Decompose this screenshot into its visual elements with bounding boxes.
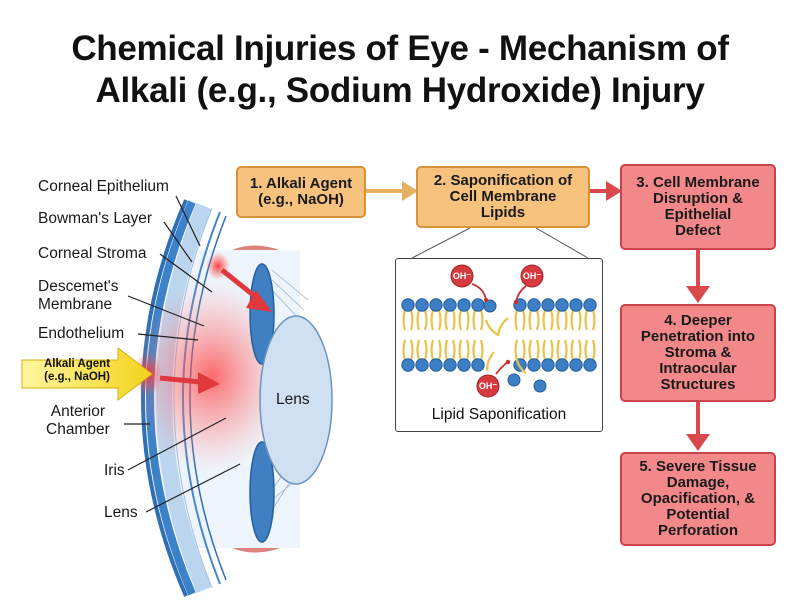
label-corneal-stroma: Corneal Stroma xyxy=(38,245,147,262)
label-anterior-line2: Chamber xyxy=(46,421,110,438)
step-4-box: 4. Deeper Penetration into Stroma & Intr… xyxy=(620,304,776,402)
label-corneal-epithelium: Corneal Epithelium xyxy=(38,178,169,195)
label-endothelium: Endothelium xyxy=(38,325,125,342)
step-3-line2: Disruption & xyxy=(652,190,743,207)
step-4-line3: Stroma & xyxy=(664,344,732,361)
label-anterior-line1: Anterior xyxy=(50,403,106,420)
label-lens: Lens xyxy=(104,504,138,521)
agent-arrow xyxy=(21,346,153,402)
step-3-box: 3. Cell Membrane Disruption & Epithelial… xyxy=(620,164,776,250)
lens xyxy=(259,315,333,485)
title-line-2: Alkali (e.g., Sodium Hydroxide) Injury xyxy=(95,71,705,110)
step-5-box: 5. Severe Tissue Damage, Opacification, … xyxy=(620,452,776,546)
step-2-line2: Cell Membrane xyxy=(449,188,557,205)
leader-lines xyxy=(124,195,241,513)
step-1-box: 1. Alkali Agent (e.g., NaOH) xyxy=(236,166,366,218)
step-3-line1: 3. Cell Membrane xyxy=(636,174,760,191)
step-3-line4: Defect xyxy=(675,222,721,239)
step-5-line1: 5. Severe Tissue xyxy=(639,458,757,475)
penetration-arrow-2 xyxy=(159,372,220,394)
step-2-line3: Lipids xyxy=(480,204,526,221)
step-1-line1: 1. Alkali Agent xyxy=(249,175,353,192)
label-descemets-line2: Membrane xyxy=(38,296,113,313)
step-5-line4: Potential xyxy=(666,506,730,523)
iris-lower xyxy=(249,441,275,543)
iris-upper xyxy=(249,263,275,365)
page-title: Chemical Injuries of Eye - Mechanism of … xyxy=(0,28,800,112)
saponification-inset xyxy=(395,258,603,432)
agent-line2: (e.g., NaOH) xyxy=(44,371,110,383)
label-descemets-line1: Descemet's xyxy=(38,278,119,295)
label-anterior-chamber: Anterior Chamber xyxy=(46,403,110,439)
step-1-line2: (e.g., NaOH) xyxy=(258,191,344,208)
alkali-agent-label: Alkali Agent (e.g., NaOH) xyxy=(44,358,110,384)
step-5-line2: Damage, xyxy=(666,474,730,491)
label-lens-inner: Lens xyxy=(276,391,310,408)
step-5-line3: Opacification, & xyxy=(640,490,756,507)
flow-arrow-3-4 xyxy=(686,250,710,303)
step-4-line2: Penetration into xyxy=(640,328,756,345)
flow-arrow-2-3 xyxy=(590,181,622,201)
agent-line1: Alkali Agent xyxy=(44,358,111,370)
flow-arrow-4-5 xyxy=(686,402,710,451)
title-line-1: Chemical Injuries of Eye - Mechanism of xyxy=(71,29,729,68)
penetration-arrow-1 xyxy=(220,268,272,312)
step-2-box: 2. Saponification of Cell Membrane Lipid… xyxy=(416,166,590,228)
step-3-line3: Epithelial xyxy=(664,206,732,223)
step-2-line1: 2. Saponification of xyxy=(433,172,573,189)
step-5-line5: Perforation xyxy=(657,522,738,539)
step-4-line5: Structures xyxy=(660,376,736,393)
step-4-line4: Intraocular xyxy=(659,360,737,377)
label-bowmans-layer: Bowman's Layer xyxy=(38,210,153,227)
inset-zoom-lines xyxy=(411,227,589,259)
step-4-line1: 4. Deeper xyxy=(664,312,732,329)
label-descemets-membrane: Descemet's Membrane xyxy=(38,278,118,314)
label-iris: Iris xyxy=(104,462,125,479)
flow-arrow-1-2 xyxy=(365,181,418,201)
inset-caption: Lipid Saponification xyxy=(431,406,567,423)
